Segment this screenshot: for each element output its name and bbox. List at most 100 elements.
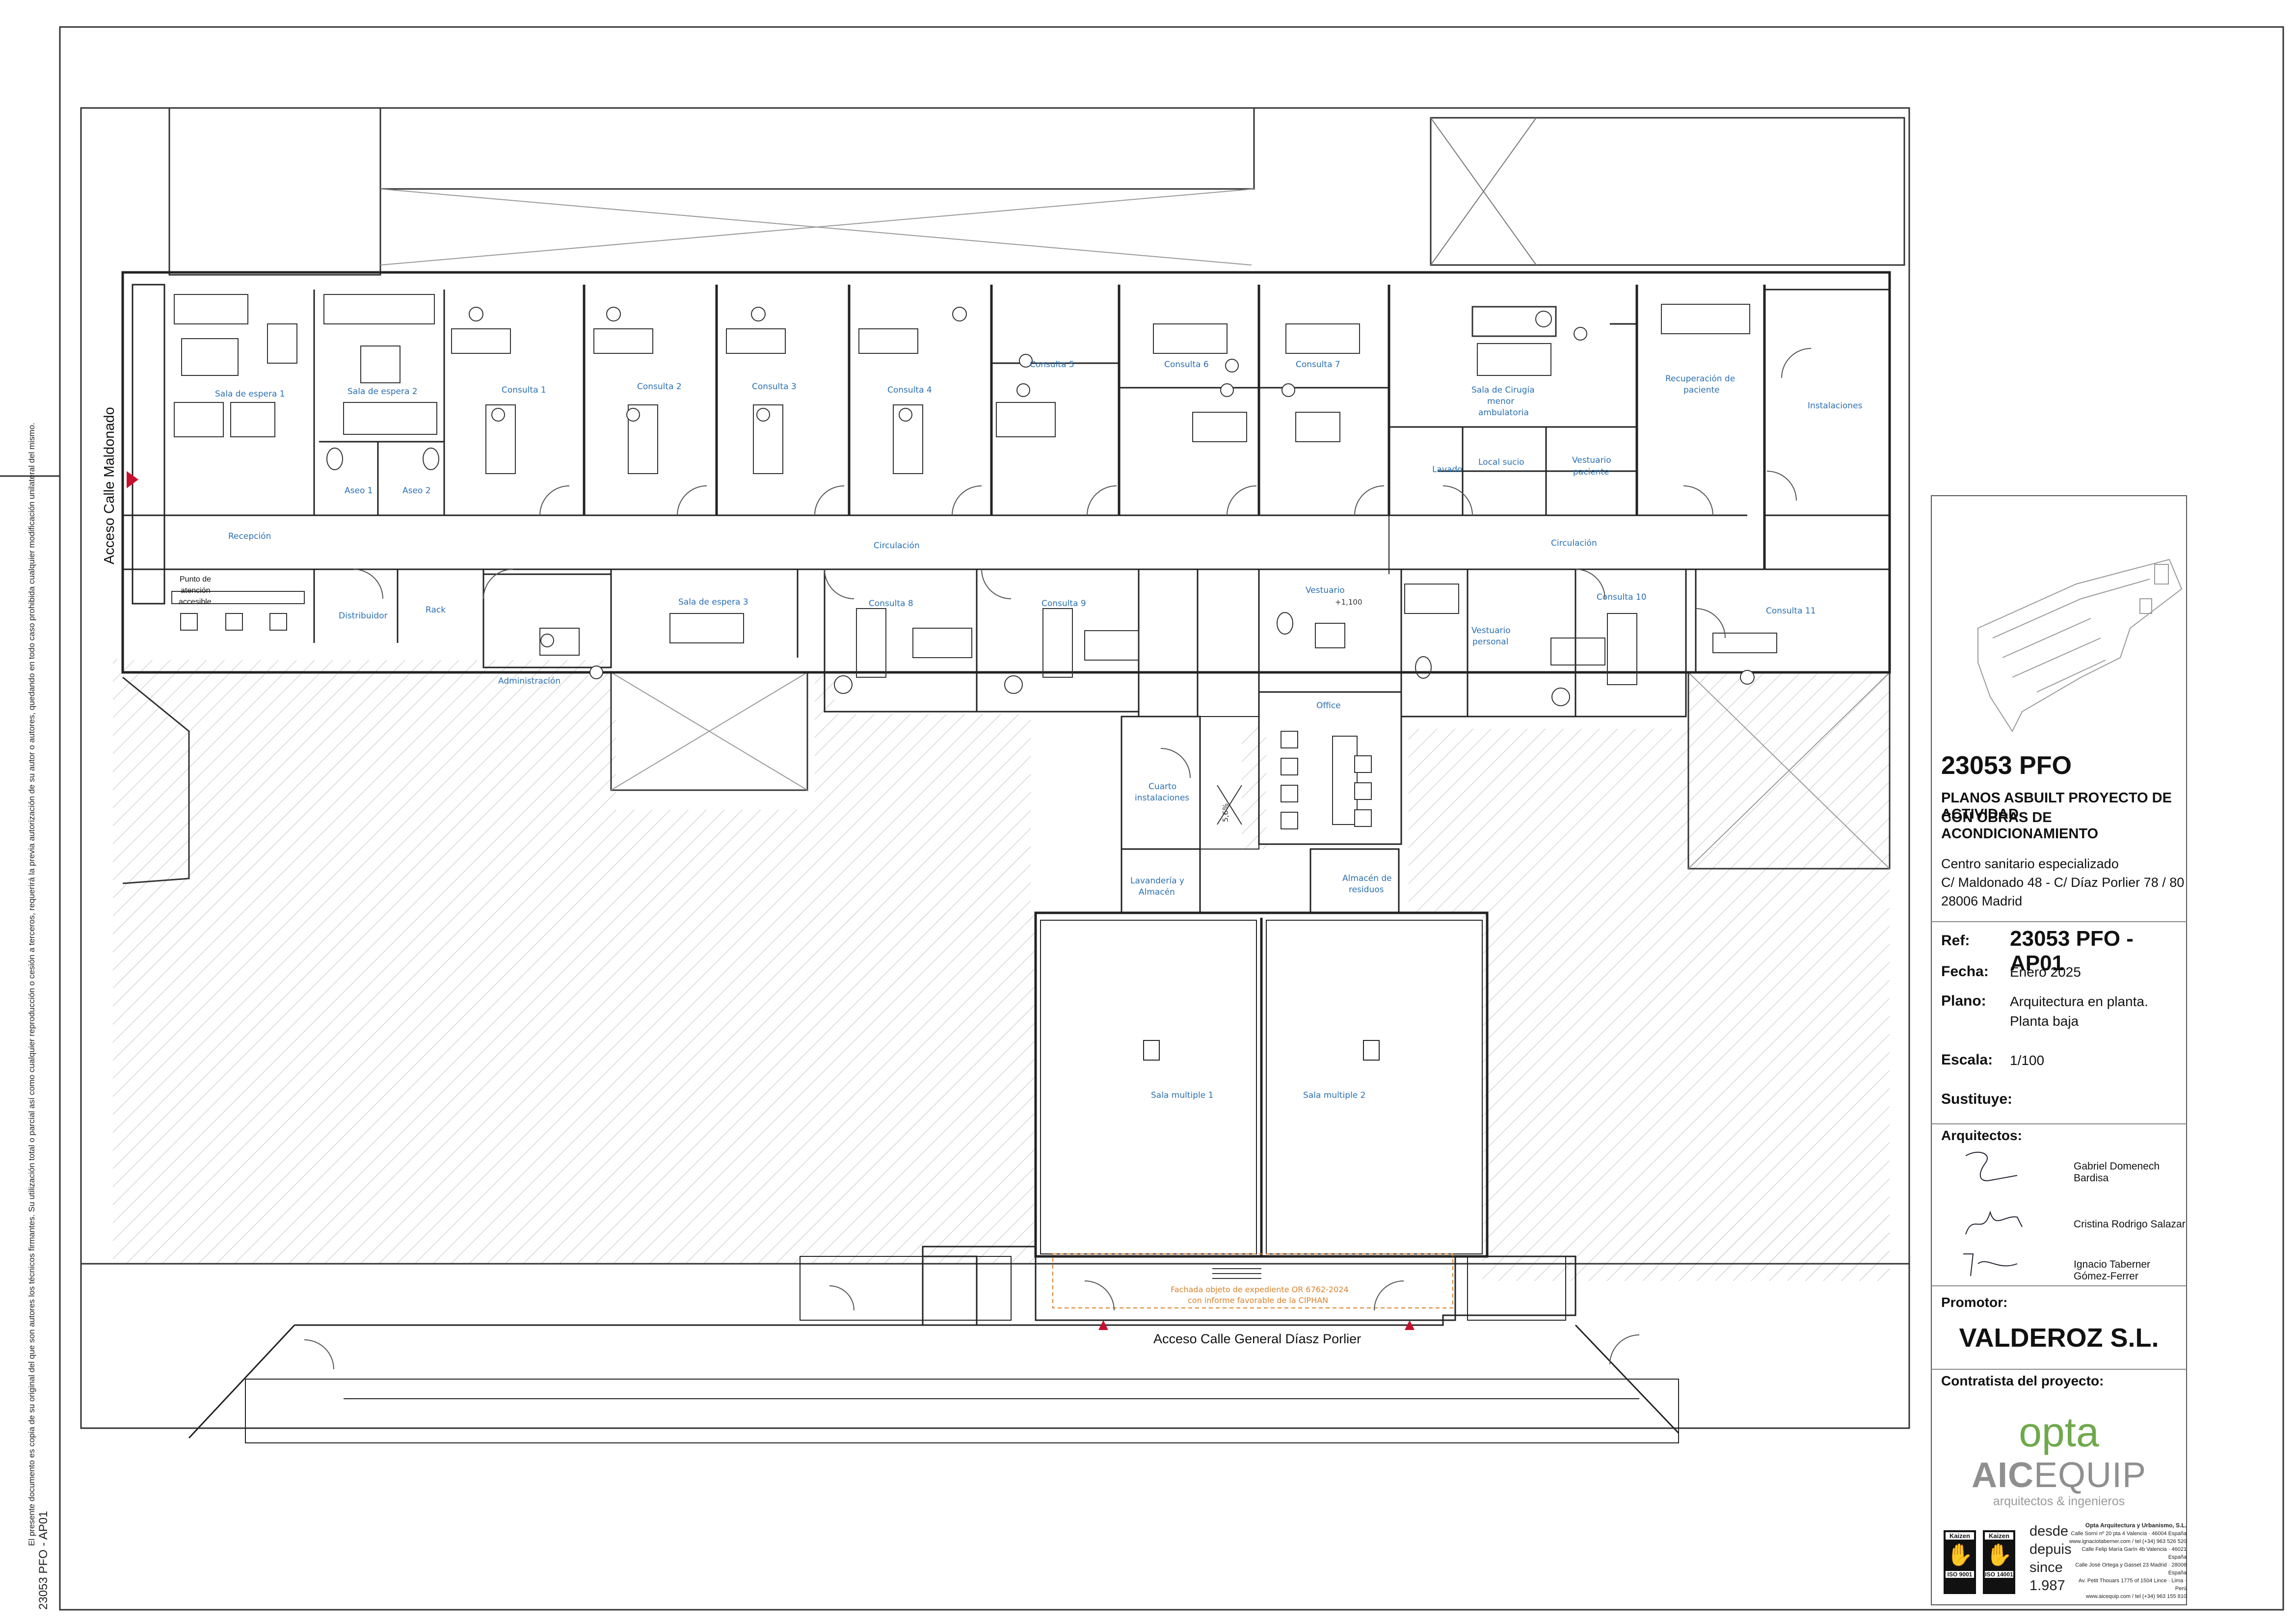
room-instalaciones: Instalaciones — [1808, 401, 1863, 411]
room-sala-multiple-1: Sala multiple 1 — [1151, 1091, 1213, 1100]
room-vestuario-personal-line-1: Vestuario — [1471, 626, 1511, 636]
fachada-note-line-1: Fachada objeto de expediente OR 6762-202… — [1171, 1285, 1349, 1294]
room-aseo-1: Aseo 1 — [345, 486, 373, 496]
level-mark: +1,100 — [1335, 598, 1362, 607]
project-description-line-1: PLANOS ASBUILT PROYECTO DE ACTIVIDAD — [1941, 790, 2172, 822]
address-line-3: 28006 Madrid — [1941, 894, 2023, 908]
access-marker-maldonado — [127, 471, 138, 488]
access-marker-porlier-2 — [1405, 1320, 1415, 1330]
room-cuarto-instalaciones-line-2: instalaciones — [1135, 793, 1189, 803]
access-markers — [127, 471, 1415, 1330]
badge-1-kaizen: Kaizen — [1946, 1532, 1974, 1540]
room-lavanderia-line-2: Almacén — [1139, 887, 1175, 897]
ref-label: Ref: — [1941, 932, 1970, 949]
building-outline — [80, 107, 1910, 1429]
plano-value-line-2: Planta baja — [2010, 1013, 2079, 1029]
room-almacen-residuos-line-2: residuos — [1349, 885, 1384, 895]
title-block-lines — [1931, 921, 2187, 1370]
hand-icon: ✋ — [1985, 1543, 2013, 1567]
title-block: 23053 PFO PLANOS ASBUILT PROYECTO DE ACT… — [1931, 496, 2187, 1605]
room-lavado: Lavado — [1432, 465, 1463, 475]
access-label-maldonado: Acceso Calle Maldonado — [102, 407, 117, 564]
stairs-ramp — [1212, 785, 1261, 1279]
aicequip-logo-rest: EQUIP — [2033, 1456, 2147, 1495]
room-consulta-4: Consulta 4 — [887, 385, 932, 395]
walls — [121, 271, 1891, 914]
room-sala-espera-1: Sala de espera 1 — [215, 389, 285, 399]
room-consulta-1: Consulta 1 — [502, 385, 546, 395]
room-consulta-5: Consulta 5 — [1030, 360, 1074, 370]
contratista-label: Contratista del proyecto: — [1941, 1373, 2104, 1388]
room-consulta-11: Consulta 11 — [1766, 606, 1816, 616]
room-consulta-7: Consulta 7 — [1296, 360, 1340, 370]
sanitary-fixtures — [326, 306, 1557, 679]
hatch-bottom-right — [1482, 1217, 1890, 1281]
plano-value-line-1: Arquitectura en planta. — [2010, 994, 2148, 1009]
sustituye-label: Sustituye: — [1941, 1091, 2013, 1107]
room-recuperacion-line-1: Recuperación de — [1665, 374, 1735, 384]
legal-notice: El presente documento es copia de su ori… — [27, 423, 36, 1546]
axonometric-thumbnail — [1977, 559, 2183, 733]
room-sala-multiple-2: Sala multiple 2 — [1303, 1091, 1365, 1100]
room-rack: Rack — [426, 605, 446, 615]
punto-atencion-line-2: atención — [181, 586, 211, 595]
hatched-areas — [113, 658, 1890, 1281]
room-consulta-9: Consulta 9 — [1041, 599, 1086, 609]
badge-2-kaizen: Kaizen — [1985, 1532, 2013, 1540]
room-consulta-10: Consulta 10 — [1597, 592, 1647, 602]
door-swings — [304, 348, 1812, 1370]
company-info: Opta Arquitectura y Urbanismo, S.L. Call… — [2068, 1521, 2187, 1600]
room-aseo-2: Aseo 2 — [402, 486, 431, 496]
ref-value: 23053 PFO - AP01 — [2010, 927, 2134, 975]
address-line-1: Centro sanitario especializado — [1941, 856, 2119, 871]
company-line-1: Opta Arquitectura y Urbanismo, S.L. — [2085, 1522, 2187, 1529]
room-lavanderia-line-1: Lavandería y — [1130, 876, 1184, 886]
room-sala-espera-3: Sala de espera 3 — [678, 597, 748, 607]
aicequip-logo-bold: AIC — [1971, 1456, 2034, 1495]
company-line-6: Av. Petit Thouars 1775 of 1504 Lince · L… — [2078, 1578, 2187, 1592]
room-circulacion-2: Circulación — [1551, 538, 1597, 548]
escala-label: Escala: — [1941, 1052, 1993, 1068]
room-vestuario-personal-line-2: personal — [1472, 637, 1508, 647]
room-consulta-3: Consulta 3 — [752, 382, 797, 392]
room-cuarto-instalaciones-line-1: Cuarto — [1148, 782, 1176, 792]
company-line-4: Calle Felip María Garín 4b Valencia · 46… — [2082, 1546, 2187, 1560]
desde-since: desde depuis since 1.987 — [2029, 1522, 2071, 1595]
promotor-label: Promotor: — [1941, 1295, 2008, 1310]
company-line-2: Calle Sorní nº 20 pta 4 Valencia · 46004… — [2071, 1531, 2187, 1537]
punto-atencion-line-1: Punto de — [180, 575, 211, 584]
room-labels: Sala de espera 1 Sala de espera 2 Aseo 1… — [102, 360, 1863, 1346]
chairs — [180, 307, 1755, 829]
arquitectos-label: Arquitectos: — [1941, 1128, 2022, 1143]
architect-name-3: Ignacio Taberner Gómez-Ferrer — [2074, 1259, 2151, 1282]
access-label-porlier: Acceso Calle General Díasz Porlier — [1153, 1331, 1361, 1346]
signatures — [1963, 1151, 2023, 1277]
sheet-reference: 23053 PFO - AP01 — [37, 1511, 50, 1610]
room-distribuidor: Distribuidor — [339, 611, 388, 621]
room-cirugia-line-1: Sala de Cirugía — [1471, 385, 1535, 395]
signature-1 — [1965, 1151, 2018, 1181]
title-block-frame — [1931, 495, 2187, 1605]
furniture — [171, 294, 1777, 825]
fecha-value: Enero 2025 — [2010, 964, 2081, 980]
room-vestuario: Vestuario — [1306, 585, 1345, 595]
kaizen-iso14001-badge: Kaizen ✋ ISO 14001 — [1983, 1530, 2015, 1594]
address-line-2: C/ Maldonado 48 - C/ Díaz Porlier 78 / 8… — [1941, 875, 2185, 890]
fecha-label: Fecha: — [1941, 963, 1989, 980]
room-cirugia-line-3: ambulatoria — [1478, 408, 1529, 418]
room-consulta-8: Consulta 8 — [869, 599, 913, 609]
signature-3 — [1963, 1253, 2018, 1277]
escala-value: 1/100 — [2010, 1053, 2045, 1068]
room-vestuario-paciente-line-1: Vestuario — [1572, 455, 1611, 465]
hatch-left-court — [113, 658, 1031, 923]
company-line-7: www.aicequip.com / tel (+34) 963 155 810 — [2085, 1594, 2187, 1599]
sheet-border — [59, 26, 2284, 1611]
ramp-slope: 5,6% — [1221, 803, 1230, 822]
hatch-right-court — [1409, 672, 1890, 1276]
company-line-5: Calle José Ortega y Gasset 23 Madrid · 2… — [2075, 1562, 2187, 1576]
room-recepcion: Recepción — [228, 532, 271, 541]
plano-label: Plano: — [1941, 993, 1986, 1009]
desde-line-4: 1.987 — [2029, 1578, 2065, 1594]
fachada-note-line-2: con informe favorable de la CIPHAN — [1188, 1296, 1328, 1305]
